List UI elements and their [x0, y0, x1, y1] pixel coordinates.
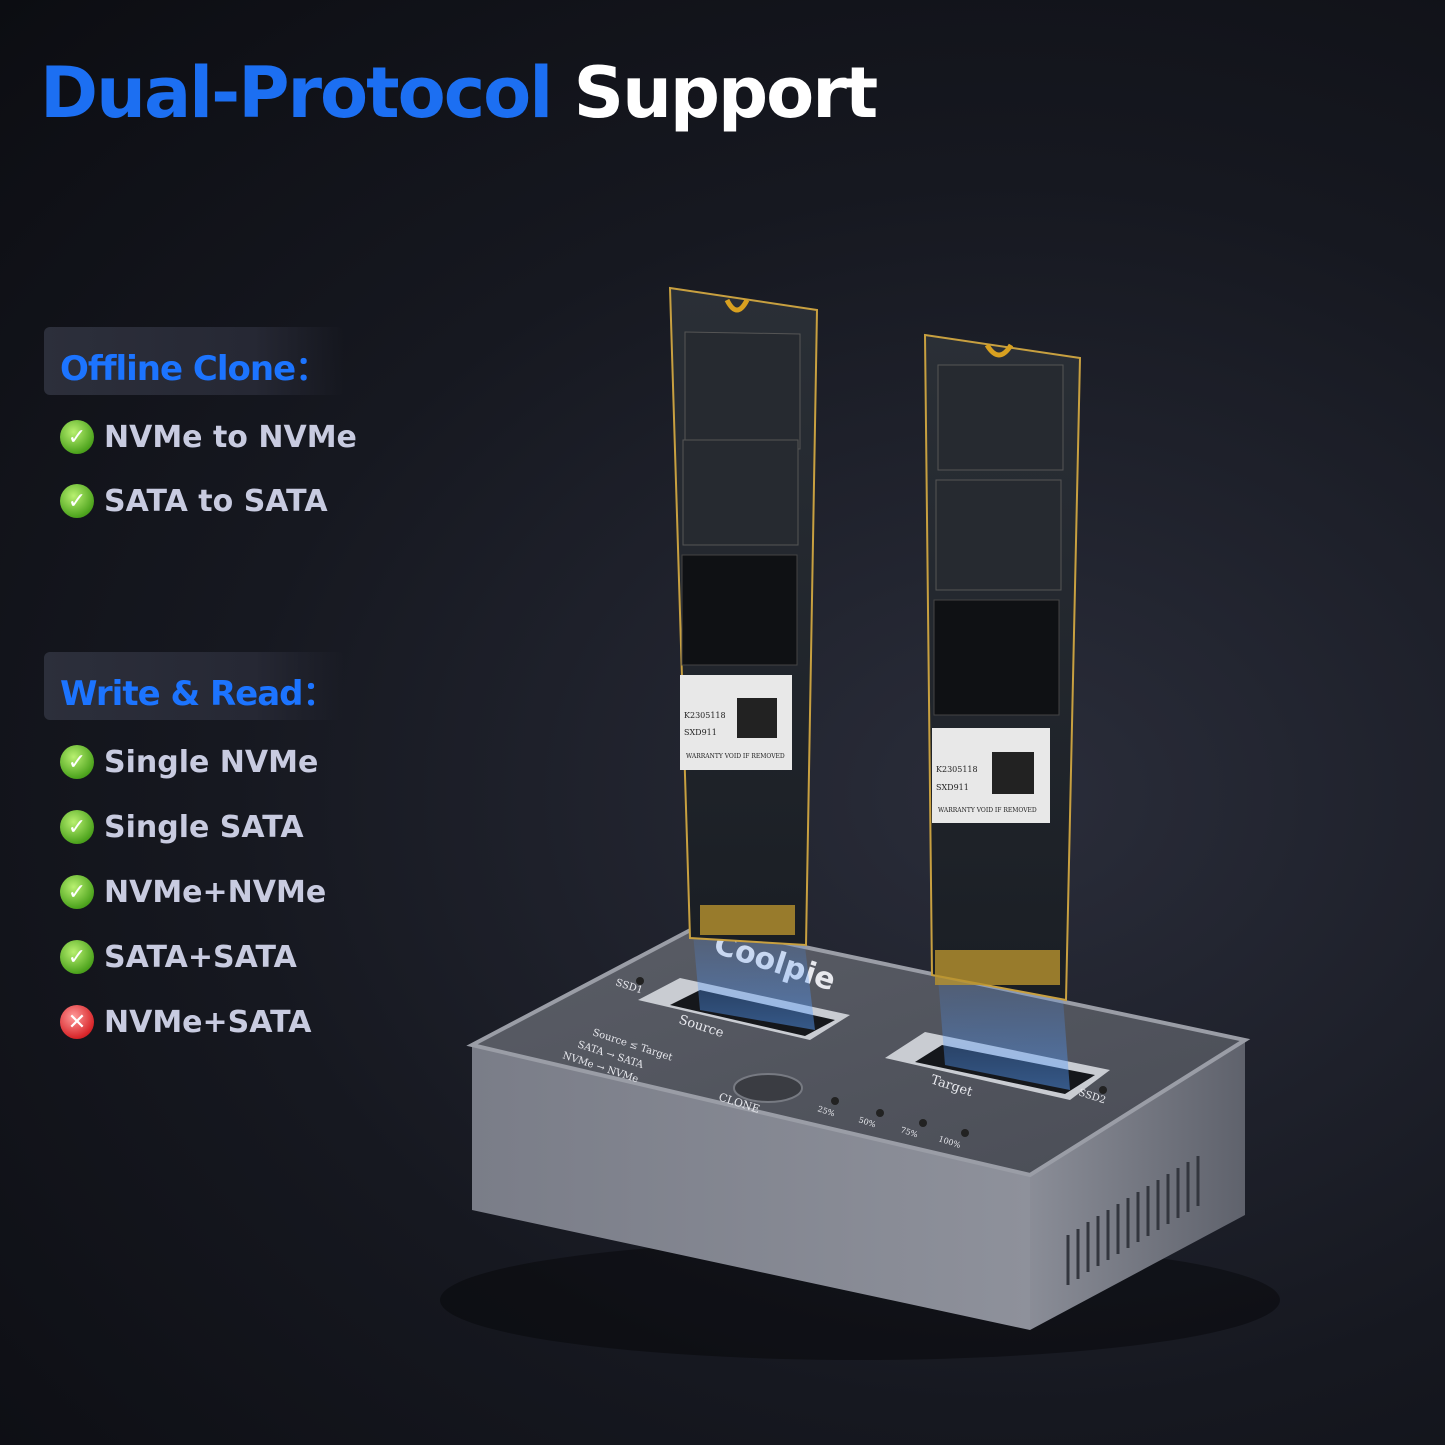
- ssd-label-text: SXD911: [936, 783, 969, 792]
- led-ssd2: [1099, 1086, 1107, 1094]
- cross-icon: ✕: [60, 1005, 94, 1039]
- item-label: SATA to SATA: [104, 483, 328, 519]
- title-highlight: Dual-Protocol: [40, 52, 553, 134]
- ssd-label-text: K2305118: [684, 711, 726, 720]
- led-75: [919, 1119, 927, 1127]
- vent-grille: [1066, 1156, 1200, 1285]
- item-label: NVMe+NVMe: [104, 874, 327, 910]
- item-label: NVMe+SATA: [104, 1004, 312, 1040]
- section-heading-write-read: Write & Read：: [44, 652, 344, 720]
- ssd-label-text: SXD911: [684, 728, 717, 737]
- list-item: ✓ SATA to SATA: [60, 481, 328, 521]
- dock-front-face: [472, 1045, 1030, 1330]
- ssd-label-text: K2305118: [936, 765, 978, 774]
- clone-button: [733, 1073, 803, 1103]
- list-item: ✓ SATA+SATA: [60, 937, 297, 977]
- section-heading-text: Offline Clone：: [60, 349, 329, 389]
- item-label: Single NVMe: [104, 744, 319, 780]
- check-icon: ✓: [60, 875, 94, 909]
- item-label: SATA+SATA: [104, 939, 297, 975]
- list-item: ✕ NVMe+SATA: [60, 1002, 312, 1042]
- led-50: [876, 1109, 884, 1117]
- led-ssd1: [636, 977, 644, 985]
- item-label: NVMe to NVMe: [104, 419, 357, 455]
- section-heading-offline-clone: Offline Clone：: [44, 327, 344, 395]
- list-item: ✓ Single SATA: [60, 807, 304, 847]
- item-label: Single SATA: [104, 809, 304, 845]
- ssd-target: K2305118 SXD911 WARRANTY VOID IF REMOVED: [923, 333, 1082, 1002]
- ssd-label-text: WARRANTY VOID IF REMOVED: [686, 753, 785, 760]
- page-title: Dual-Protocol Support: [40, 52, 879, 134]
- check-icon: ✓: [60, 420, 94, 454]
- list-item: ✓ Single NVMe: [60, 742, 318, 782]
- check-icon: ✓: [60, 484, 94, 518]
- title-rest: Support: [573, 52, 879, 134]
- check-icon: ✓: [60, 745, 94, 779]
- list-item: ✓ NVMe+NVMe: [60, 872, 326, 912]
- led-100: [961, 1129, 969, 1137]
- check-icon: ✓: [60, 810, 94, 844]
- dock-side-face: [1030, 1040, 1245, 1330]
- led-25: [831, 1097, 839, 1105]
- list-item: ✓ NVMe to NVMe: [60, 417, 357, 457]
- section-heading-text: Write & Read：: [60, 674, 336, 714]
- check-icon: ✓: [60, 940, 94, 974]
- ssd-label-text: WARRANTY VOID IF REMOVED: [938, 807, 1037, 814]
- ssd-source: K2305118 SXD911 WARRANTY VOID IF REMOVED: [668, 286, 819, 947]
